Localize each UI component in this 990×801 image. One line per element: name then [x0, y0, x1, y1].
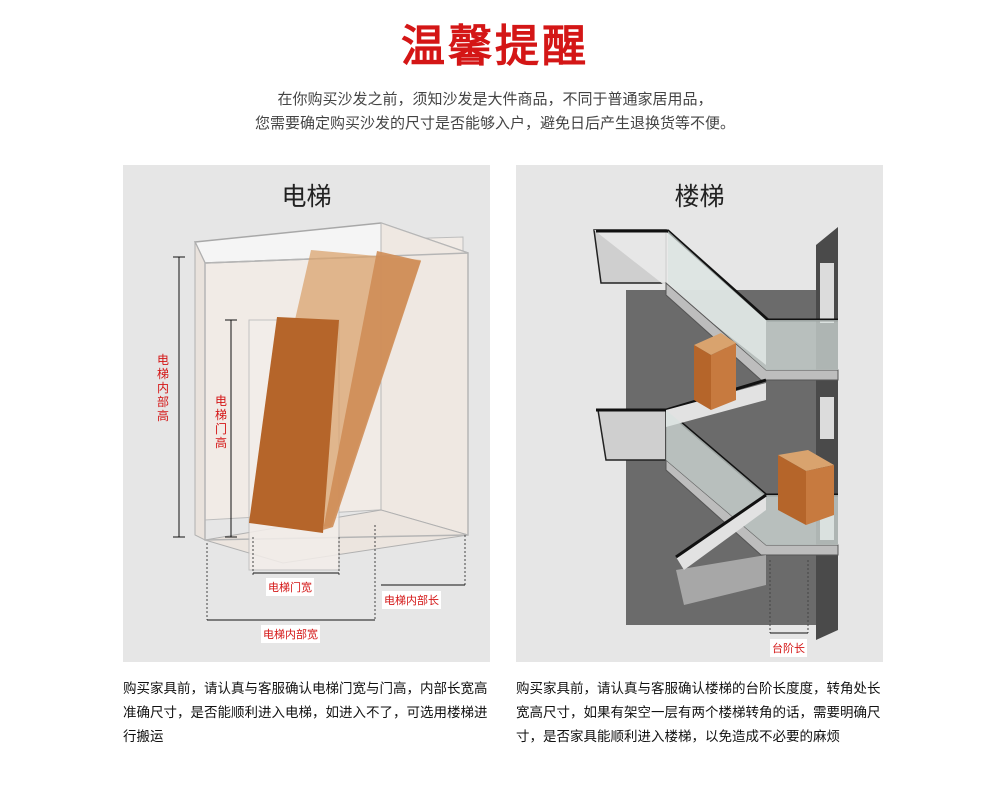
- label-inner-width: 电梯内部宽: [261, 625, 320, 643]
- elevator-caption: 购买家具前，请认真与客服确认电梯门宽与门高，内部长宽高准确尺寸，是否能顺利进入电…: [123, 681, 488, 745]
- stairs-title: 楼梯: [674, 182, 725, 211]
- elevator-illustration: [173, 222, 469, 621]
- label-step-length: 台阶长: [770, 639, 807, 657]
- label-inner-height: 电梯内部高: [156, 353, 169, 423]
- label-door-height: 电梯门高: [214, 394, 227, 450]
- intro-line-2: 您需要确定购买沙发的尺寸是否能够入户，避免日后产生退换货等不便。: [254, 114, 735, 132]
- page-title: 温馨提醒: [401, 21, 589, 72]
- label-door-width: 电梯门宽: [266, 578, 314, 596]
- elevator-title: 电梯: [281, 182, 332, 211]
- stairs-panel: 楼梯: [516, 165, 883, 662]
- stairs-caption: 购买家具前，请认真与客服确认楼梯的台阶长度度，转角处长宽高尺寸，如果有架空一层有…: [516, 681, 881, 745]
- label-inner-length: 电梯内部长: [382, 591, 441, 609]
- intro-line-1: 在你购买沙发之前，须知沙发是大件商品，不同于普通家居用品，: [277, 90, 713, 108]
- stairs-illustration: [593, 227, 839, 640]
- elevator-panel: 电梯: [123, 165, 490, 662]
